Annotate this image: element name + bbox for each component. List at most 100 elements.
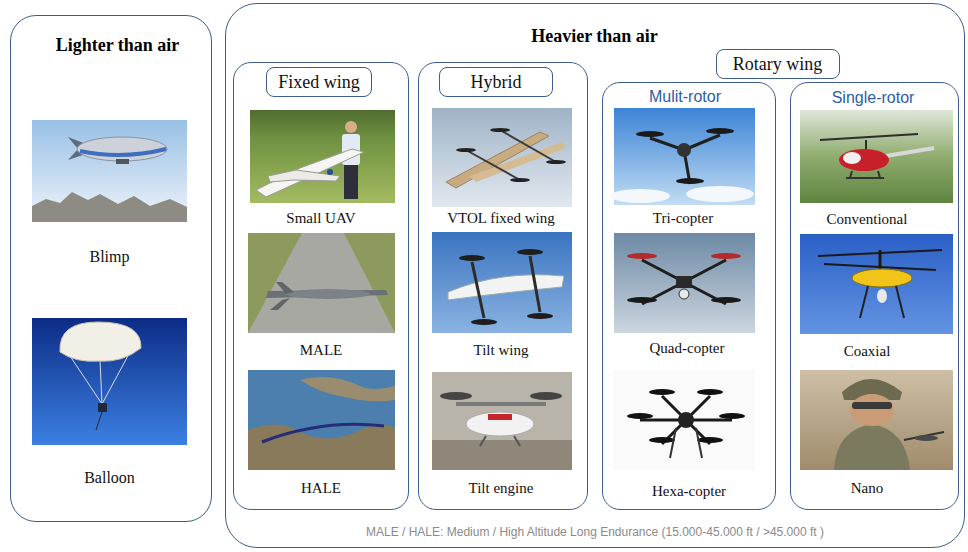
blimp-photo-part [116,159,129,164]
category-panel: Lighter than airBlimpBalloon [10,15,212,522]
small-uav-photo-part [268,170,340,182]
male-photo-part [270,298,290,310]
quadcopter-photo-part [642,260,726,304]
photo-caption: Balloon [84,468,135,486]
photo-caption: Conventional [827,211,908,228]
photo-caption: Hexa-copter [652,483,726,500]
category-panel: Heavier than airSmall UAV MALE HALE Fixed w… [225,3,965,548]
tricopter-photo [610,108,755,205]
panel-heading: Heavier than air [531,25,658,46]
small-uav-photo-part [250,110,395,203]
coaxial-helicopter-photo-part [818,250,942,270]
conventional-helicopter-photo-part [846,171,884,178]
conventional-helicopter-photo-part [800,110,953,203]
tricopter-photo-part [650,135,720,184]
hale-photo-part [300,377,395,401]
coaxial-helicopter-photo-part [800,234,953,334]
coaxial-helicopter-photo-part [852,269,912,287]
coaxial-helicopter-photo-part [860,286,904,318]
tilt-wing-photo-part [459,255,485,261]
balloon-photo [32,318,187,445]
tilt-engine-photo-part [432,372,572,470]
blimp-photo-part [80,149,166,155]
conventional-helicopter-photo-part [865,140,867,150]
coaxial-helicopter-photo-part [879,250,882,270]
tilt-engine-photo-part [530,392,562,400]
photo-caption: Tilt wing [474,342,529,359]
group-header-box: Rotary wing [716,49,840,79]
group-header: Fixed wing [278,72,360,93]
tricopter-photo-part [636,131,664,137]
panel-heading: Lighter than air [56,34,180,55]
quadcopter-photo-part [614,233,755,333]
group-header: Hybrid [471,72,522,93]
photo-caption: Small UAV [286,210,355,227]
tilt-engine-photo [432,372,572,470]
conventional-helicopter-photo [800,110,953,203]
blimp-photo-part [77,137,167,161]
group-column: Mulit-rotorTri-copterQuad-copterHexa-cop… [602,82,776,510]
hexacopter-photo-part [697,437,723,443]
tilt-wing-photo-part [432,232,572,333]
hale-photo-part [262,424,384,442]
vtol-photo-part [466,130,556,180]
vtol-photo-part [490,128,510,132]
blimp-photo-part [32,192,187,222]
tilt-wing-photo-part [527,313,553,319]
balloon-photo-part [60,322,141,361]
hexacopter-photo-part [649,389,675,395]
tricopter-photo-part [686,186,754,202]
balloon-photo-part [96,412,102,430]
small-uav-photo-part [344,165,358,199]
tilt-engine-photo-part [466,412,534,436]
tricopter-photo-part [706,128,734,134]
subgroup-heading: Single-rotor [832,89,915,107]
balloon-photo-part [98,403,107,412]
tilt-engine-photo-part [456,402,546,406]
hexacopter-photo-part [649,437,675,443]
photo-caption: Nano [851,480,884,497]
hale-photo [248,370,395,470]
photo-caption: Quad-copter [650,340,725,357]
hale-photo-part [248,370,395,470]
tilt-wing-photo-part [472,256,540,318]
hexacopter-photo-part [697,389,723,395]
group-column: Small UAV MALE HALE Fixed wing [233,62,409,510]
nano-helicopter-photo-part [800,370,953,470]
group-header-box: Hybrid [439,67,553,97]
quadcopter-photo-part [627,297,657,303]
blimp-photo-part [32,120,187,222]
hexacopter-photo-part [719,413,745,419]
group-column: VTOL fixed wingTilt wingTilt engineHybri… [418,62,588,510]
tilt-engine-photo-part [440,392,472,400]
photo-caption: MALE [300,342,343,359]
conventional-helicopter-photo-part [820,134,918,140]
hexacopter-photo-part [614,370,755,470]
hexacopter-photo-part [627,413,653,419]
male-photo-part [248,233,395,333]
photo-caption: HALE [301,480,341,497]
vtol-photo-part [432,108,572,207]
tilt-engine-photo-part [432,440,572,470]
nano-helicopter-photo-part [914,435,938,441]
male-photo-part [248,233,395,333]
photo-caption: Tilt engine [469,480,534,497]
small-uav-photo-part [256,149,364,197]
conventional-helicopter-photo-part [886,148,934,156]
male-photo [248,233,395,333]
male-photo-part [286,289,370,299]
small-uav-photo [250,110,395,203]
hale-photo-part [248,424,395,470]
nano-helicopter-photo-part [904,432,944,440]
tilt-engine-photo-part [488,414,512,420]
quadcopter-photo-part [679,289,689,299]
hexacopter-photo-part [640,396,732,444]
nano-helicopter-photo [800,370,953,470]
quadcopter-photo-part [711,297,741,303]
tilt-wing-photo-part [517,249,543,255]
conventional-helicopter-photo-part [843,152,861,164]
group-header-box: Fixed wing [266,67,372,97]
footnote-caption: MALE / HALE: Medium / High Altitude Long… [366,526,824,540]
photo-caption: Coaxial [844,343,891,360]
